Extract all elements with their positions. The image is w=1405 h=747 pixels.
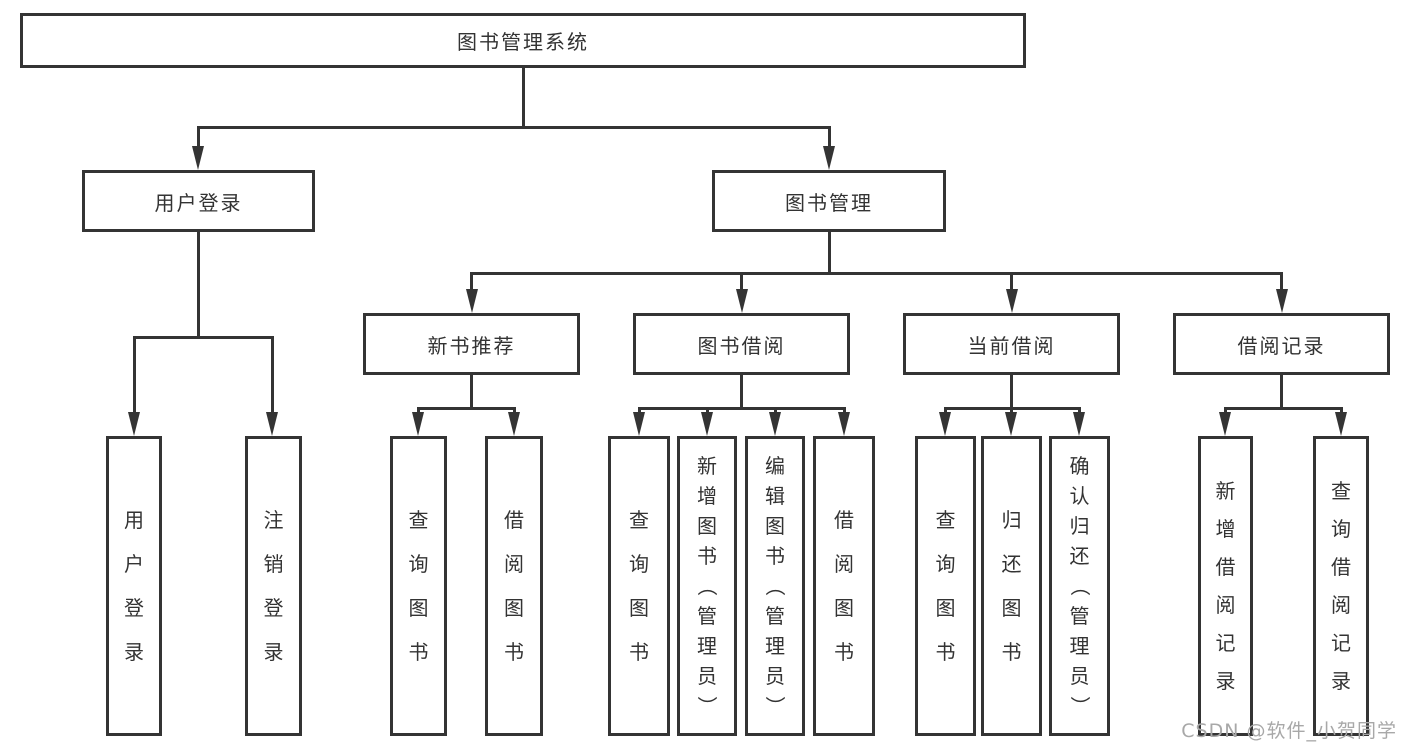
arrow-down — [466, 289, 478, 313]
node-library-system: 图书管理系统 — [20, 13, 1026, 68]
connector-line — [470, 272, 473, 292]
leaf-query-books-borrow-label: 查询图书 — [629, 508, 649, 664]
arrow-down — [1219, 412, 1231, 436]
connector-line — [271, 336, 274, 416]
connector-line — [470, 375, 473, 409]
node-current-borrowing: 当前借阅 — [903, 313, 1120, 375]
connector-line — [133, 336, 136, 416]
leaf-borrow-books-recommend-label: 借阅图书 — [504, 508, 524, 664]
arrow-down — [266, 412, 278, 436]
arrow-down — [823, 146, 835, 170]
node-book-management-label: 图书管理 — [785, 190, 873, 215]
leaf-confirm-return-admin-label: 确认归还（管理员） — [1067, 454, 1092, 716]
arrow-down — [1006, 289, 1018, 313]
leaf-logout: 注销登录 — [245, 436, 302, 736]
connector-line — [828, 232, 831, 274]
connector-line — [197, 126, 200, 150]
leaf-borrow-books: 借阅图书 — [813, 436, 875, 736]
connector-line — [133, 336, 273, 339]
leaf-return-books-label: 归还图书 — [1001, 508, 1022, 664]
leaf-query-borrow-record: 查询借阅记录 — [1313, 436, 1369, 736]
leaf-user-login: 用户登录 — [106, 436, 162, 736]
arrow-down — [1005, 412, 1017, 436]
leaf-query-borrow-record-label: 查询借阅记录 — [1331, 479, 1351, 693]
node-current-borrowing-label: 当前借阅 — [967, 333, 1056, 358]
connector-line — [1280, 375, 1283, 409]
arrow-down — [939, 412, 951, 436]
connector-line — [638, 407, 845, 410]
leaf-edit-book-admin: 编辑图书（管理员） — [745, 436, 805, 736]
connector-line — [197, 126, 831, 129]
connector-line — [828, 126, 831, 150]
leaf-add-borrow-record: 新增借阅记录 — [1198, 436, 1253, 736]
node-new-book-recommendation: 新书推荐 — [363, 313, 580, 375]
connector-line — [1280, 272, 1283, 292]
leaf-borrow-books-recommend: 借阅图书 — [485, 436, 543, 736]
arrow-down — [1073, 412, 1085, 436]
arrow-down — [701, 412, 713, 436]
leaf-logout-label: 注销登录 — [263, 508, 284, 664]
arrow-down — [633, 412, 645, 436]
leaf-add-borrow-record-label: 新增借阅记录 — [1215, 479, 1236, 693]
connector-line — [197, 232, 200, 338]
connector-line — [1010, 375, 1013, 409]
node-new-book-recommendation-label: 新书推荐 — [427, 333, 516, 358]
node-book-borrowing: 图书借阅 — [633, 313, 850, 375]
leaf-add-book-admin: 新增图书（管理员） — [677, 436, 737, 736]
node-library-system-label: 图书管理系统 — [457, 30, 589, 54]
connector-line — [470, 272, 1282, 275]
arrow-down — [838, 412, 850, 436]
connector-line — [1010, 272, 1013, 292]
connector-line — [740, 375, 743, 409]
leaf-edit-book-admin-label: 编辑图书（管理员） — [763, 454, 787, 716]
leaf-query-books-recommend: 查询图书 — [390, 436, 447, 736]
arrow-down — [412, 412, 424, 436]
arrow-down — [192, 146, 204, 170]
arrow-down — [769, 412, 781, 436]
leaf-user-login-label: 用户登录 — [124, 508, 144, 664]
leaf-query-books-recommend-label: 查询图书 — [408, 508, 429, 664]
connector-line — [417, 407, 515, 410]
leaf-query-books-borrow: 查询图书 — [608, 436, 670, 736]
node-borrowing-records: 借阅记录 — [1173, 313, 1390, 375]
leaf-query-books-current-label: 查询图书 — [935, 508, 956, 664]
leaf-add-book-admin-label: 新增图书（管理员） — [695, 454, 719, 716]
arrow-down — [128, 412, 140, 436]
arrow-down — [1276, 289, 1288, 313]
arrow-down — [508, 412, 520, 436]
node-user-login-label: 用户登录 — [154, 190, 243, 215]
connector-line — [522, 68, 525, 128]
leaf-return-books: 归还图书 — [981, 436, 1042, 736]
leaf-query-books-current: 查询图书 — [915, 436, 976, 736]
csdn-watermark: CSDN @软件_小贺同学 — [1181, 720, 1397, 742]
connector-line — [1224, 407, 1342, 410]
node-book-management: 图书管理 — [712, 170, 946, 232]
leaf-confirm-return-admin: 确认归还（管理员） — [1049, 436, 1110, 736]
connector-line — [740, 272, 743, 292]
node-book-borrowing-label: 图书借阅 — [697, 333, 786, 358]
leaf-borrow-books-label: 借阅图书 — [834, 508, 854, 664]
arrow-down — [736, 289, 748, 313]
node-user-login: 用户登录 — [82, 170, 315, 232]
node-borrowing-records-label: 借阅记录 — [1237, 333, 1326, 358]
arrow-down — [1335, 412, 1347, 436]
